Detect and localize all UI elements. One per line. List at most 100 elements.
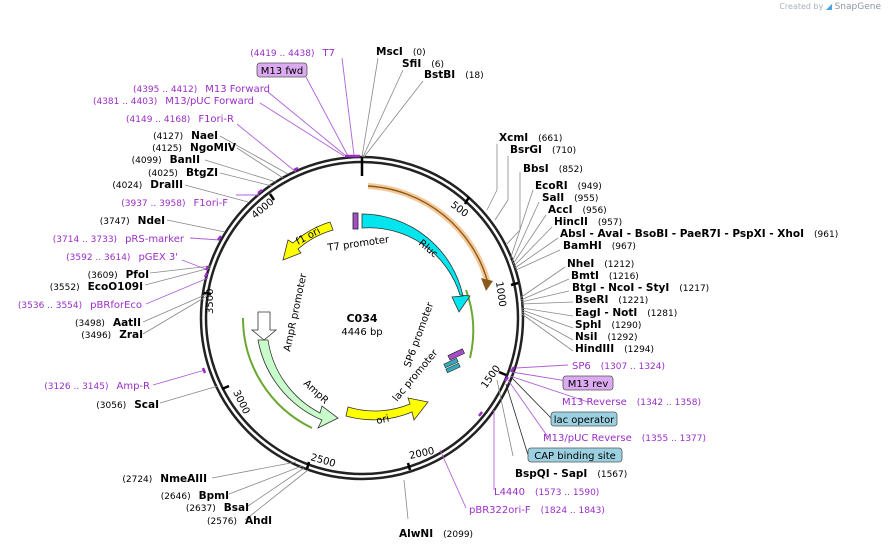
rluc-feature: [361, 213, 471, 313]
primer-labels: (4419 .. 4438)T7 (4395 .. 4412)M13 Forwa…: [18, 48, 706, 516]
sp6-promoter-marker: [447, 348, 465, 361]
scale-ticks: [203, 157, 519, 471]
enzyme-label: MscI(0): [376, 46, 426, 58]
primer-label: (4381 .. 4403)M13/pUC Forward: [93, 96, 254, 107]
enzyme-labels: MscI(0) SfiI(6) BstBI(18) XcmI(661) BsrG…: [50, 46, 839, 540]
ori-feature: [345, 397, 429, 421]
m13-rev-box-label: M13 rev: [568, 379, 609, 390]
enzyme-label: XcmI(661): [499, 132, 562, 144]
m13-rev-box: M13 rev: [562, 375, 614, 391]
enzyme-label: SfiI(6): [402, 58, 444, 70]
enzyme-label: (4127)NaeI: [153, 130, 218, 142]
ampr-feature: [257, 339, 339, 429]
credit-brand: SnapGene: [834, 2, 881, 12]
tick-label: 2000: [408, 446, 435, 462]
enzyme-label: BspQI - SapI(1567): [515, 468, 627, 480]
enzyme-label: (2637)BsaI: [186, 502, 249, 514]
feature-label-t7-promoter: T7 promoter: [326, 234, 391, 254]
enzyme-label: BmtI(1216): [571, 270, 639, 282]
lac-operator-box-bg: [550, 411, 618, 427]
box-connector-lines: [505, 377, 553, 456]
primer-label: (4395 .. 4412)M13 Forward: [133, 84, 270, 95]
green-arc-left: [241, 317, 313, 429]
tick-label: 3500: [205, 289, 216, 314]
snapgene-logo-icon: ◢: [825, 2, 833, 11]
feature-label-ori: ori: [375, 413, 390, 426]
primer-connector-lines: [145, 57, 589, 509]
enzyme-label: SphI(1290): [575, 319, 641, 331]
m13-fwd-box: M13 fwd: [256, 62, 308, 78]
enzyme-label: NsiI(1292): [575, 331, 637, 343]
t7-promoter-marker: [352, 212, 359, 230]
enzyme-label: (2724)NmeAIII: [122, 473, 207, 485]
lac-operator-box: lac operator: [550, 411, 618, 427]
plasmid-name: C034: [346, 312, 377, 325]
enzyme-label: AlwNI(2099): [399, 528, 473, 540]
feature-label-rluc: Rluc: [416, 238, 440, 260]
feature-label-ampr: AmpR: [301, 378, 330, 406]
primer-label: (3536 .. 3554)pBRforEco: [18, 300, 142, 311]
orf-arc-line: [367, 185, 489, 284]
primer-label: pBR322ori-F(1824 .. 1843): [469, 505, 605, 516]
enzyme-label: (2576)AhdI: [207, 515, 272, 527]
snapgene-credit: Created by ◢ SnapGene: [779, 2, 881, 12]
connector-lines: [142, 57, 574, 521]
primer-label: L4440(1573 .. 1590): [494, 487, 599, 498]
cap-site-box-label: CAP binding site: [534, 451, 616, 462]
enzyme-label: AccI(956): [548, 204, 607, 216]
cap-site-box: CAP binding site: [527, 447, 623, 463]
primer-ring-marks: [201, 154, 516, 417]
plasmid-size: 4446 bp: [341, 327, 382, 338]
enzyme-label: BtgI - NcoI - StyI(1217): [572, 282, 709, 294]
ampr-promoter-arrow: [250, 311, 278, 341]
orf-arrow-head: [481, 278, 493, 291]
enzyme-label: HindIII(1294): [575, 343, 654, 355]
enzyme-label: (4024)DraIII: [112, 179, 183, 191]
enzyme-label: BseRI(1221): [575, 294, 648, 306]
enzyme-label: NheI(1212): [567, 258, 634, 270]
tick-label: 1000: [493, 281, 507, 308]
enzyme-label: BamHI(967): [563, 240, 636, 252]
enzyme-label: AbsI - AvaI - BsoBI - PaeR7I - PspXI - X…: [560, 228, 838, 240]
credit-prefix: Created by: [779, 2, 824, 11]
primer-label: (3126 .. 3145)Amp-R: [44, 381, 150, 392]
primer-label: (3592 .. 3614)pGEX 3': [66, 252, 178, 263]
m13-fwd-box-bg: [256, 62, 308, 78]
enzyme-label: (3609)PfoI: [88, 269, 149, 281]
enzyme-label: BsrGI(710): [510, 144, 576, 156]
feature-label-ampr-promoter: AmpR promoter: [282, 272, 309, 353]
m13-fwd-box-label: M13 fwd: [261, 66, 303, 77]
primer-label: (3714 .. 3733)pRS-marker: [53, 234, 185, 245]
f1-ori-feature: [282, 221, 334, 261]
enzyme-label: (3496)ZraI: [81, 329, 143, 341]
enzyme-label: (3747)NdeI: [100, 215, 165, 227]
enzyme-label: SalI(955): [542, 192, 598, 204]
enzyme-label: (4099)BanII: [132, 154, 200, 166]
enzyme-label: BbsI(852): [523, 163, 583, 175]
feature-label-f1-ori: f1 ori: [294, 226, 322, 248]
lac-operator-box-label: lac operator: [554, 415, 615, 426]
primer-label: (4149 .. 4168)F1ori-R: [126, 114, 234, 125]
lac-operator-marker: [443, 357, 459, 369]
enzyme-label: BstBI(18): [424, 69, 484, 81]
primer-label: M13/pUC Reverse(1355 .. 1377): [543, 433, 706, 444]
enzyme-label: (4125)NgoMIV: [152, 142, 237, 154]
enzyme-label: (4025)BtgZI: [148, 167, 218, 179]
cap-site-box-bg: [527, 447, 623, 463]
enzyme-label: (3552)EcoO109I: [50, 281, 143, 293]
primer-label: M13 Reverse(1342 .. 1358): [562, 397, 701, 408]
enzyme-label: (3498)AatII: [75, 317, 141, 329]
primer-label: (4419 .. 4438)T7: [250, 48, 335, 59]
tick-label: 3000: [230, 388, 251, 416]
tick-label: 1500: [479, 364, 503, 391]
enzyme-label: HincII(957): [554, 216, 622, 228]
enzyme-label: EagI - NotI(1281): [575, 307, 677, 319]
enzyme-label: (2646)BpmI: [161, 490, 229, 502]
primer-label: SP6(1307 .. 1324): [572, 361, 665, 372]
enzyme-label: EcoRI(949): [535, 180, 602, 192]
cap-site-marker: [445, 362, 461, 374]
primer-label: (3937 .. 3958)F1ori-F: [121, 198, 228, 209]
m13-rev-box-bg: [562, 375, 614, 391]
enzyme-label: (3056)ScaI: [96, 399, 159, 411]
